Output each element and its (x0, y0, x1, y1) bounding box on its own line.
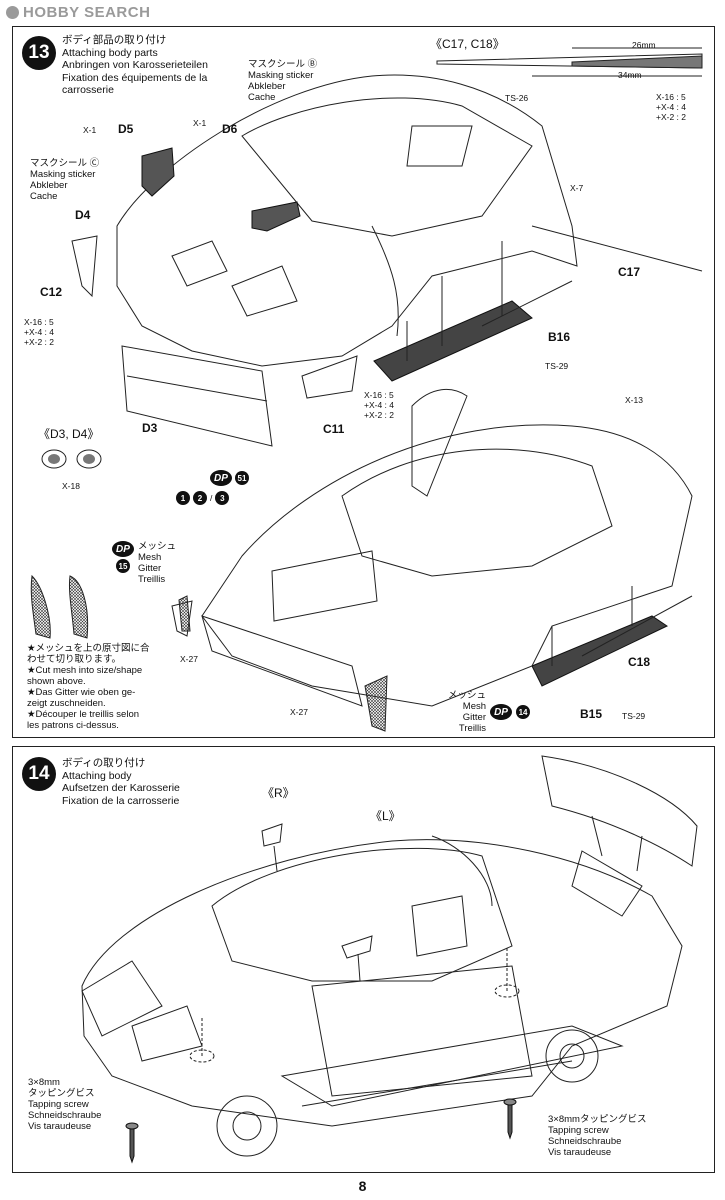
label-c18: C18 (628, 655, 651, 669)
step-13-panel (12, 26, 715, 738)
mesh-pattern-right (69, 575, 89, 639)
watermark: HOBBY SEARCH (6, 4, 150, 21)
label-x7: X-7 (570, 183, 584, 193)
full-body-drawing (81, 755, 698, 1164)
label-c11: C11 (323, 422, 345, 436)
mesh-pattern-left (30, 574, 51, 639)
label-c17: C17 (618, 265, 641, 279)
label-d4: D4 (75, 208, 91, 222)
label-x1-a: X-1 (83, 125, 97, 135)
step-14-number: 14 (22, 757, 56, 791)
dp-part-51: 51 (235, 471, 249, 485)
dim-26mm: 26mm (632, 40, 656, 50)
label-x1-b: X-1 (193, 118, 207, 128)
paint-ts29-b: TS-29 (622, 711, 646, 721)
front-body-drawing (71, 74, 703, 447)
c17-c18-strip-drawing (436, 47, 703, 77)
d3-d4-inset-drawing (41, 449, 102, 469)
label-x13: X-13 (625, 395, 643, 405)
paint-ts26: TS-26 (505, 93, 529, 103)
dp-51-callout: DP 51 (210, 470, 249, 486)
step-13-number: 13 (22, 36, 56, 70)
page-number: 8 (358, 1178, 367, 1194)
label-d5: D5 (118, 122, 134, 136)
paint-mix-c12: X-16 : 5+X-4 : 4+X-2 : 2 (24, 317, 55, 347)
inset-c17-c18-title: 《C17, C18》 (430, 37, 505, 51)
label-x18: X-18 (62, 481, 80, 491)
label-d3: D3 (142, 421, 158, 435)
dp-badge: DP (210, 470, 232, 486)
mesh-cut-note: ★メッシュを上の原寸図に合わせて切り取ります。★Cut mesh into si… (27, 643, 150, 731)
step-14-illustration (81, 755, 698, 1164)
label-x27-b: X-27 (290, 707, 308, 717)
step-14-panel (12, 746, 715, 1173)
mesh-part-14: 14 (516, 705, 531, 719)
label-c12: C12 (40, 285, 63, 299)
label-b16: B16 (548, 330, 571, 344)
rear-body-drawing (171, 388, 693, 732)
dp-sequence: 1 2 / 3 (176, 491, 230, 505)
mirror-right-label: 《R》 (262, 786, 295, 800)
label-b15: B15 (580, 707, 603, 721)
label-d6: D6 (222, 122, 238, 136)
watermark-logo-icon (6, 6, 19, 19)
paint-mix-c17: X-16 : 5+X-4 : 4+X-2 : 2 (656, 92, 687, 122)
step-13-illustration (30, 47, 703, 732)
mesh-part-15: 15 (116, 559, 130, 573)
dim-34mm: 34mm (618, 70, 642, 80)
label-x27-a: X-27 (180, 654, 198, 664)
paint-ts29-a: TS-29 (545, 361, 569, 371)
paint-mix-c11: X-16 : 5+X-4 : 4+X-2 : 2 (364, 390, 395, 420)
mirror-left-label: 《L》 (370, 809, 401, 823)
inset-d3-d4-title: 《D3, D4》 (38, 427, 100, 441)
